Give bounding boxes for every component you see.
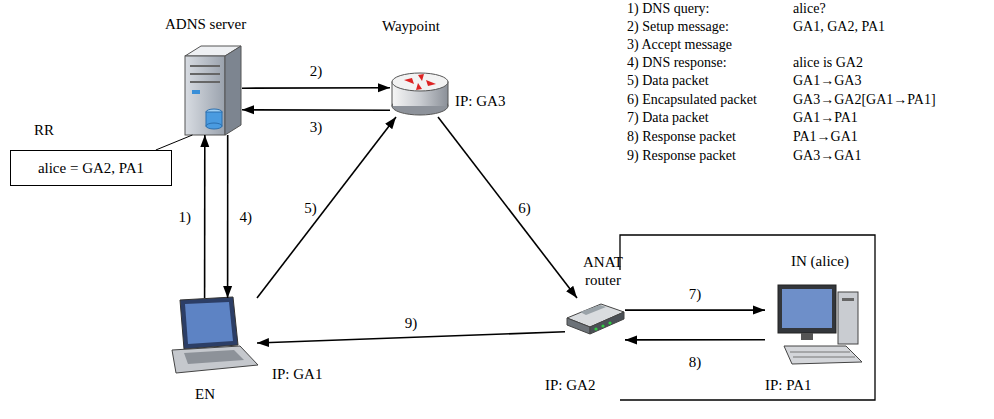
laptop-icon bbox=[172, 297, 258, 373]
step-number: 3) bbox=[310, 118, 323, 136]
step-number: 7) bbox=[689, 285, 702, 303]
router-node: WaypointIP: GA3 bbox=[390, 72, 450, 117]
step-number: 5) bbox=[304, 199, 317, 217]
step-number: 8) bbox=[689, 353, 702, 371]
table-cell: 5) Data packet bbox=[627, 72, 709, 89]
step-number: 9) bbox=[405, 314, 418, 332]
router-node: ANAT routerIP: GA2 bbox=[565, 298, 625, 343]
flow-arrow bbox=[625, 339, 765, 341]
table-cell: GA1→PA1 bbox=[793, 109, 858, 126]
step-number: 1) bbox=[178, 208, 191, 226]
step-number: 4) bbox=[239, 208, 252, 226]
table-cell: alice? bbox=[793, 0, 826, 17]
node-text: EN bbox=[165, 385, 245, 403]
site-frame bbox=[620, 235, 875, 400]
flow-arrow bbox=[438, 117, 577, 298]
flow-arrow bbox=[242, 109, 390, 111]
node-title: ADNS server bbox=[165, 15, 246, 33]
record-box: RRalice = GA2, PA1 bbox=[10, 150, 172, 186]
table-cell: 3) Accept message bbox=[627, 36, 732, 53]
router-icon bbox=[392, 73, 448, 115]
computer-icon bbox=[778, 285, 862, 364]
flow-arrow bbox=[204, 135, 206, 298]
node-text: IP: GA3 bbox=[455, 92, 505, 110]
laptop-node: IP: GA1EN bbox=[165, 298, 257, 373]
host-node: IN (alice)IP: PA1 bbox=[765, 282, 865, 367]
callout-line bbox=[156, 135, 193, 150]
table-cell: 4) DNS response: bbox=[627, 54, 727, 71]
flow-arrow bbox=[242, 87, 390, 89]
step-number: 2) bbox=[310, 62, 323, 80]
node-title: RR bbox=[34, 121, 54, 139]
table-cell: 9) Response packet bbox=[627, 147, 736, 164]
flow-arrow bbox=[625, 309, 765, 311]
table-cell: GA1→GA3 bbox=[793, 72, 861, 89]
table-cell: alice is GA2 bbox=[793, 54, 863, 71]
table-cell: 7) Data packet bbox=[627, 109, 709, 126]
node-text: IP: GA1 bbox=[272, 365, 322, 383]
node-title: ANAT router bbox=[577, 253, 629, 289]
server-node: ADNS server bbox=[180, 45, 242, 135]
step-number: 6) bbox=[518, 199, 531, 217]
flow-arrow bbox=[257, 117, 396, 298]
flow-arrow bbox=[257, 332, 565, 343]
table-cell: PA1→GA1 bbox=[793, 128, 858, 145]
table-cell: GA3→GA2[GA1→PA1] bbox=[793, 91, 936, 108]
table-cell: 1) DNS query: bbox=[627, 0, 709, 17]
node-title: Waypoint bbox=[382, 17, 440, 35]
server-icon bbox=[185, 46, 241, 135]
node-text: IP: PA1 bbox=[765, 376, 812, 394]
node-title: IN (alice) bbox=[765, 252, 875, 270]
table-cell: 2) Setup message: bbox=[627, 18, 729, 35]
router-icon bbox=[567, 304, 624, 334]
table-cell: 8) Response packet bbox=[627, 128, 736, 145]
flow-arrow bbox=[227, 135, 229, 298]
node-text: IP: GA2 bbox=[545, 376, 595, 394]
table-cell: GA3→GA1 bbox=[793, 147, 861, 164]
table-cell: 6) Encapsulated packet bbox=[627, 91, 757, 108]
node-text: alice = GA2, PA1 bbox=[11, 159, 171, 177]
table-cell: GA1, GA2, PA1 bbox=[793, 18, 885, 35]
